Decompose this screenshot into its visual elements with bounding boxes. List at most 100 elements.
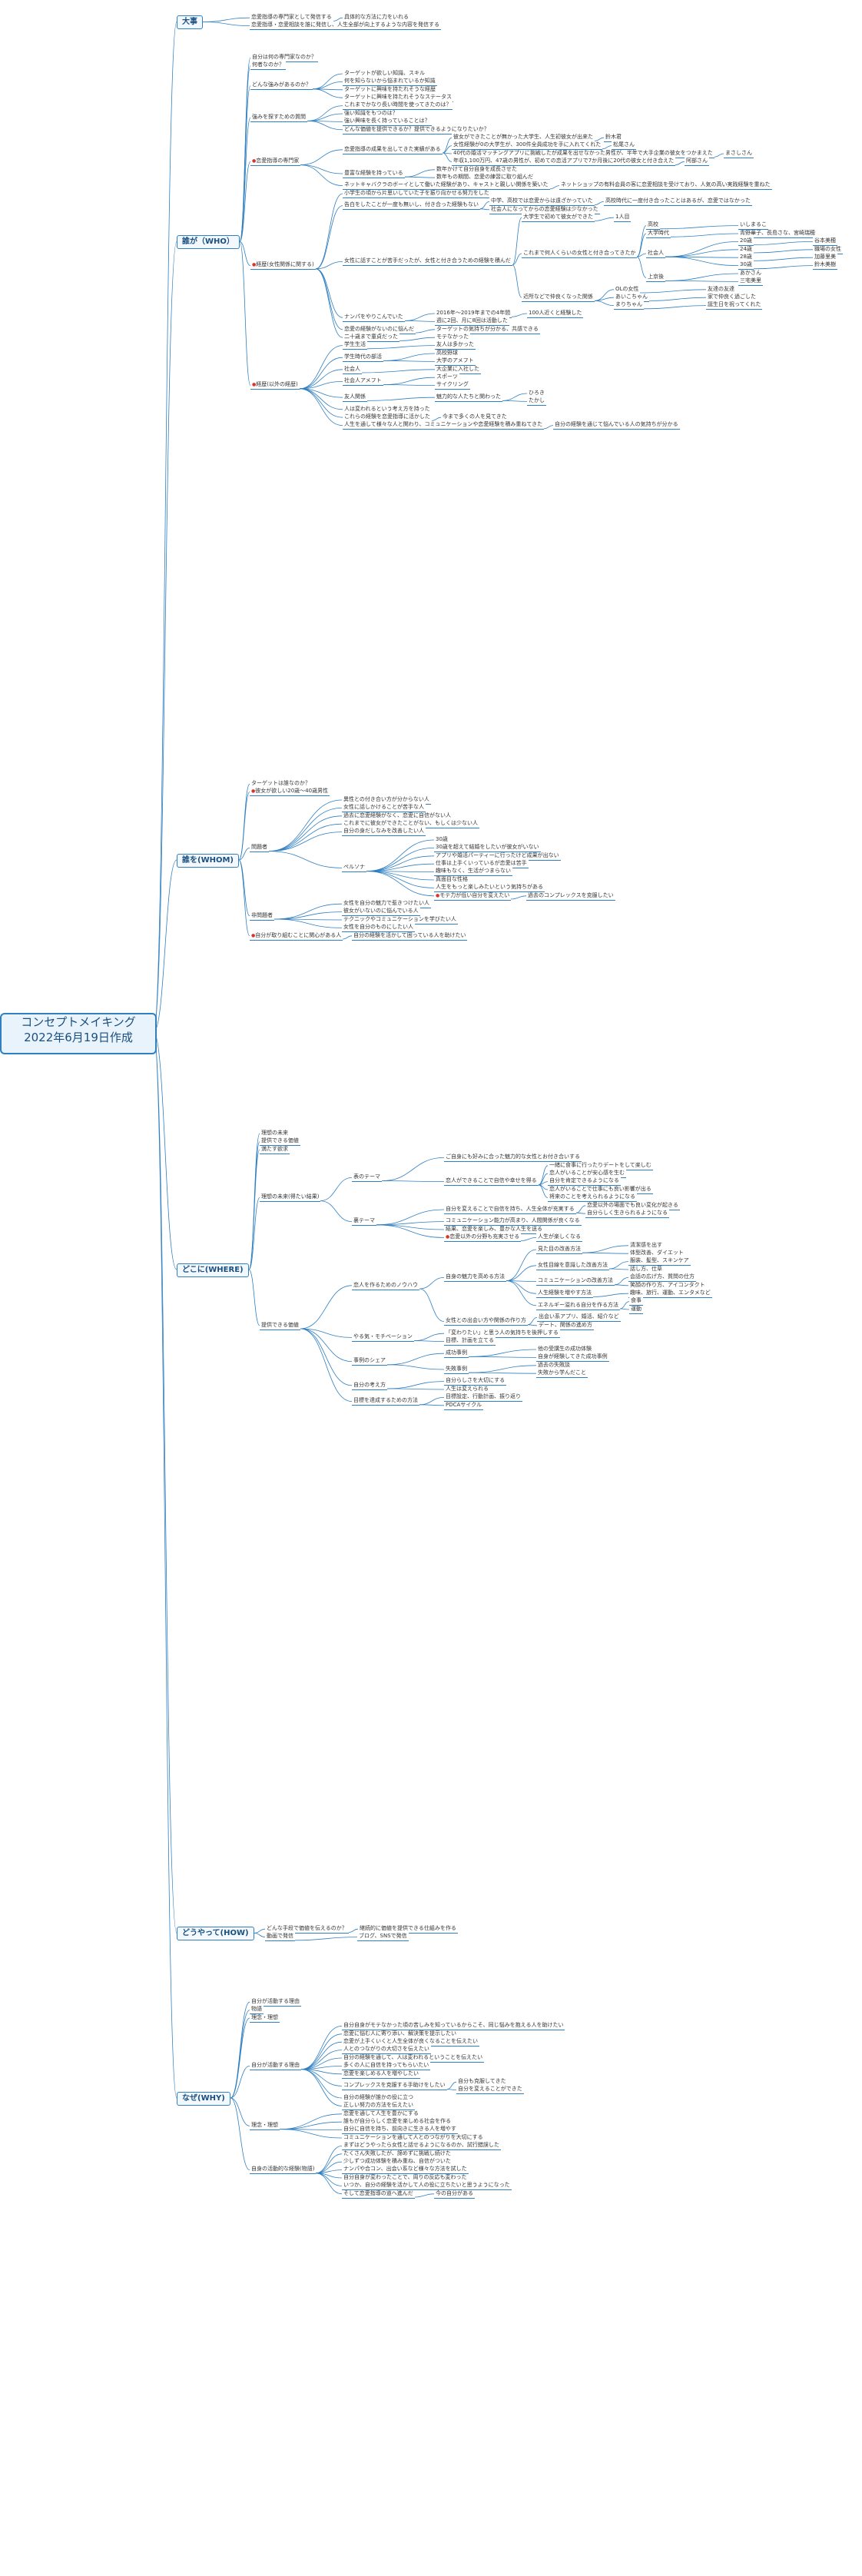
topic-r4[interactable]: 理想の未来(得たい結果)	[260, 1193, 321, 1203]
topic-w6c3b[interactable]: あいこちゃん	[614, 294, 649, 302]
topic-w7e1[interactable]: 魅力的な人たちと関わった	[435, 393, 502, 402]
topic-w6c3[interactable]: 近所などで仲良くなった関係	[522, 294, 595, 302]
topic-w5a4x[interactable]: 阿部さん	[685, 158, 709, 167]
topic-r5e2[interactable]: PDCAサイクル	[444, 1401, 483, 1410]
topic-w7e[interactable]: 友人関係	[343, 393, 367, 402]
topic-w6d1x[interactable]: 100人近くと経験した	[527, 309, 584, 318]
topic-r4a2a[interactable]: 一緒に食事に行ったりデートをして楽しむ	[548, 1161, 653, 1170]
topic-y4j[interactable]: 正しい努力の方法を伝えたい	[342, 2102, 415, 2111]
topic-y6[interactable]: 自身の活動的な経験(物語)	[250, 2166, 317, 2175]
topic-w6e[interactable]: 恋愛の経験がないのに悩んだ	[343, 325, 416, 334]
topic-r5a1c[interactable]: コミュニケーションの改善方法	[536, 1277, 615, 1286]
topic-r5d[interactable]: 自分の考え方	[352, 1381, 387, 1390]
topic-y6a[interactable]: まずはどうやったら女性と話せるようになるのか、試行錯誤した	[342, 2142, 501, 2151]
topic-w6c3a1[interactable]: 友達の友達	[706, 285, 736, 294]
topic-r4b4[interactable]: 恋愛以外の分野も充実させる	[444, 1233, 522, 1243]
section-s_where[interactable]: どこに(WHERE)	[177, 1263, 249, 1277]
topic-h2[interactable]: 動画で発信	[265, 1933, 295, 1942]
topic-m4a[interactable]: 自分の経験を活かして困っている人を助けたい	[352, 931, 468, 941]
topic-r5a1d[interactable]: 人生経験を増やす方法	[536, 1290, 593, 1298]
topic-w6b1[interactable]: 中学、高校では恋愛からは遠ざかっていた	[489, 198, 595, 207]
topic-r5a1b1[interactable]: 服装、髪型、スキンケア	[628, 1257, 691, 1266]
topic-w7c1[interactable]: 大企業に入社した	[435, 365, 481, 374]
topic-w6c2c[interactable]: 社会人	[646, 249, 665, 258]
topic-y4g[interactable]: 恋愛を楽しめる人を増やしたい	[342, 2070, 420, 2079]
topic-r4b1b[interactable]: 自分らしく生きられるようになる	[585, 1210, 669, 1218]
topic-w6c2d[interactable]: 上京後	[646, 274, 665, 282]
topic-w6c2[interactable]: これまで何人くらいの女性と付き合ってきたか	[522, 249, 638, 258]
topic-w7b2[interactable]: 大学のアメフト	[435, 357, 476, 367]
topic-y4f[interactable]: 多くの人に自信を持ってもらいたい	[342, 2062, 431, 2071]
topic-w6[interactable]: 経歴(女性関係に関する)	[250, 261, 316, 271]
topic-w6c2c1x[interactable]: 谷本美穂	[813, 237, 837, 247]
topic-w6f[interactable]: 二十歳まで童貞だった	[343, 334, 400, 342]
topic-w6c2c2[interactable]: 24歳	[738, 245, 754, 254]
topic-r4b1[interactable]: 自分を変えることで自信を持ち、人生全体が充実する	[444, 1205, 576, 1214]
topic-w6b[interactable]: 告白をしたことが一度も無いし、付き合った経験もない	[343, 201, 480, 211]
topic-r5c1[interactable]: 成功事例	[444, 1349, 469, 1358]
topic-r5a1[interactable]: 自身の魅力を高める方法	[444, 1273, 506, 1283]
topic-r5a1b[interactable]: 女性目線を意識した改善方法	[536, 1261, 609, 1270]
section-s_why[interactable]: なぜ(WHY)	[177, 2092, 230, 2106]
topic-r5d1[interactable]: 自分らしさを大切にする	[444, 1377, 507, 1386]
topic-r4a1[interactable]: ご自身にも好みに合った魅力的な女性とお付き合いする	[444, 1154, 582, 1163]
topic-w5c1[interactable]: ネットショップの有料会員の客に恋愛相談を受けており、人気の高い実践経験を重ねた	[559, 181, 772, 191]
topic-r5a1c2[interactable]: 笑顔の作り方、アイコンタクト	[628, 1281, 707, 1290]
topic-r5a1e1[interactable]: 食事	[629, 1297, 643, 1306]
topic-r5c2a[interactable]: 過去の失敗談	[536, 1361, 572, 1370]
topic-w6c3a[interactable]: OLの女性	[614, 285, 641, 294]
topic-m3d[interactable]: 女性を自分のものにしたい人	[342, 924, 415, 933]
topic-w7d2[interactable]: サイクリング	[435, 381, 470, 390]
topic-r5a1c1[interactable]: 会話の広げ方、質問の仕方	[628, 1273, 696, 1283]
topic-r5b[interactable]: やる気・モチベーション	[352, 1333, 414, 1343]
topic-r3[interactable]: 満たす欲求	[260, 1145, 290, 1154]
topic-y4h2[interactable]: 自分を変えることができた	[456, 2086, 524, 2095]
topic-w7e1a[interactable]: ひろき	[527, 389, 546, 398]
topic-r5c2b[interactable]: 失敗から学んだこと	[536, 1369, 588, 1378]
topic-w4[interactable]: 強みを探すための質問	[250, 114, 307, 122]
topic-w6c2d2[interactable]: 三宅美里	[738, 277, 763, 287]
topic-h1[interactable]: どんな手段で価値を伝えるのか？	[265, 1925, 349, 1934]
topic-w6e1[interactable]: ターゲットの気持ちが分かる、共感できる	[435, 325, 540, 334]
topic-m2f8a[interactable]: 過去のコンプレックスを克服したい	[526, 891, 615, 901]
topic-r5a1a1[interactable]: 清潔感を出す	[628, 1241, 664, 1250]
section-s_daiji[interactable]: 大事	[177, 15, 203, 30]
topic-w6d[interactable]: ナンパをやりこんでいた	[343, 314, 405, 322]
topic-w7[interactable]: 経歴(以外の経歴)	[250, 381, 300, 390]
topic-m2f8[interactable]: モテ力が低い自分を変えたい	[434, 891, 512, 901]
topic-w6b2[interactable]: 社会人になってからの恋愛経験は少なかった	[489, 205, 600, 214]
topic-w6c2c4x[interactable]: 鈴木美樹	[813, 261, 837, 271]
topic-w5a[interactable]: 恋愛指導の成果を出してきた実績がある	[343, 145, 443, 154]
topic-w5c[interactable]: ネットキャバクラのボーイとして働いた経験があり、キャストと親しい関係を築いた	[343, 181, 550, 191]
topic-w7c[interactable]: 社会人	[343, 365, 362, 374]
topic-y3[interactable]: 理念・理想	[250, 2013, 280, 2023]
topic-w4a[interactable]: これまでかなり長い時間を使ってきたのは？	[343, 101, 453, 111]
topic-r4b[interactable]: 裏テーマ	[352, 1217, 376, 1227]
topic-w6c1[interactable]: 大学生で初めて彼女ができた	[522, 214, 595, 222]
topic-w7h1[interactable]: 自分の経験を通じて悩んでいる人の気持ちが分かる	[553, 421, 680, 430]
topic-m3[interactable]: 非問題者	[250, 911, 274, 921]
section-s_how[interactable]: どうやって(HOW)	[177, 1927, 254, 1941]
topic-d2[interactable]: 恋愛指導・恋愛相談を誰に発信し、人生全部が向上するような内容を発信する	[250, 22, 441, 31]
topic-m2[interactable]: 問題者	[250, 844, 269, 853]
topic-w6b1x[interactable]: 高校時代に一度付き合ったことはあるが、恋愛ではなかった	[604, 198, 752, 207]
topic-w6a[interactable]: 小学生の頃から片思いしていた子を振り向かせる努力をした	[343, 189, 491, 198]
topic-m3b[interactable]: 彼女がいないのに悩んでいる人	[342, 908, 420, 917]
topic-r5a2a[interactable]: 出会い系アプリ、婚活、紹介など	[537, 1313, 621, 1323]
topic-h2a[interactable]: ブログ、SNSで発信	[357, 1933, 409, 1942]
topic-y5[interactable]: 理念・理想	[250, 2122, 280, 2131]
topic-w7f[interactable]: 人は変われるという考え方を持った	[343, 405, 432, 414]
topic-w5a2x[interactable]: 松尾さん	[612, 141, 636, 151]
topic-r4b4a[interactable]: 人生が楽しくなる	[536, 1233, 582, 1243]
topic-r5a1e2[interactable]: 運動	[629, 1305, 643, 1314]
topic-r5[interactable]: 提供できる価値	[260, 1321, 300, 1330]
topic-m2f[interactable]: ペルソナ	[342, 864, 366, 873]
topic-y4a[interactable]: 自分自身がモテなかった頃の苦しみを知っているからこそ、同じ悩みを抱える人を助けた…	[342, 2022, 565, 2031]
topic-y6g[interactable]: そして恋愛指導の道へ進んだ	[342, 2189, 415, 2199]
topic-y6g1[interactable]: 今の自分がある	[434, 2189, 475, 2199]
topic-r5a[interactable]: 恋人を作るためのノウハウ	[352, 1281, 419, 1290]
section-s_who[interactable]: 誰が（WHO）	[177, 235, 240, 250]
topic-w5a2[interactable]: 女性経験が0の大学生が、300件全員成功を手に入れてくれた	[452, 141, 603, 151]
topic-r4a2e[interactable]: 将来のことを考えられるようになる	[548, 1193, 637, 1203]
topic-w6c3c[interactable]: まりちゃん	[614, 301, 644, 310]
